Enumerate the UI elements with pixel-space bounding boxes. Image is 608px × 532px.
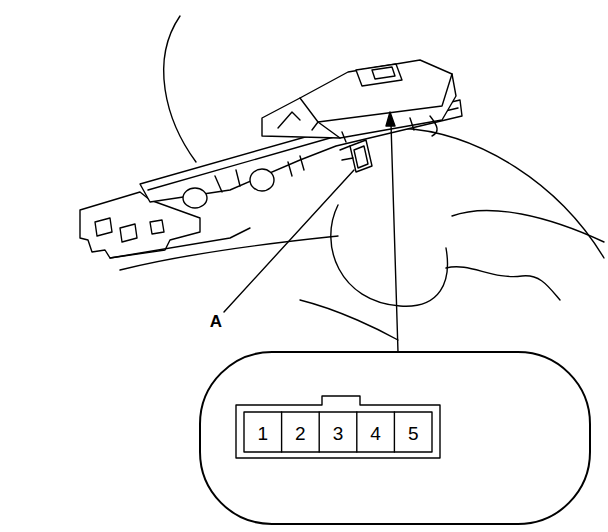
pin-number: 4 bbox=[370, 424, 381, 443]
armrest-outline bbox=[300, 300, 398, 340]
armrest-outline bbox=[452, 210, 604, 242]
connector-face bbox=[354, 146, 368, 168]
cavity-dividers bbox=[282, 412, 395, 452]
pin-number: 5 bbox=[408, 424, 419, 443]
trim-ribs bbox=[215, 156, 304, 192]
callout-letter: A bbox=[210, 313, 222, 330]
window-switch bbox=[356, 64, 402, 86]
window-switch-slot bbox=[372, 67, 395, 79]
pin-number: 2 bbox=[295, 424, 306, 443]
arrowhead bbox=[386, 112, 395, 126]
pin-number: 3 bbox=[333, 424, 344, 443]
leader-line bbox=[391, 124, 398, 352]
switch-housing bbox=[262, 60, 456, 138]
mount-hole bbox=[250, 169, 274, 191]
armrest-outline bbox=[400, 128, 604, 258]
connector-wire bbox=[340, 146, 353, 160]
connector-outline bbox=[236, 396, 440, 458]
mount-hole bbox=[183, 188, 207, 208]
armrest-outline bbox=[331, 205, 448, 306]
leader-line bbox=[224, 170, 354, 312]
armrest-outline bbox=[446, 267, 560, 300]
callout-frame bbox=[200, 352, 590, 524]
bracket bbox=[80, 192, 200, 258]
connector-cavities bbox=[244, 412, 432, 452]
switch-housing-edge bbox=[278, 112, 318, 130]
bracket-holes bbox=[95, 218, 164, 242]
connector bbox=[350, 140, 372, 172]
wire bbox=[164, 16, 196, 162]
pin-number: 1 bbox=[258, 424, 269, 443]
bracket bbox=[110, 228, 250, 258]
